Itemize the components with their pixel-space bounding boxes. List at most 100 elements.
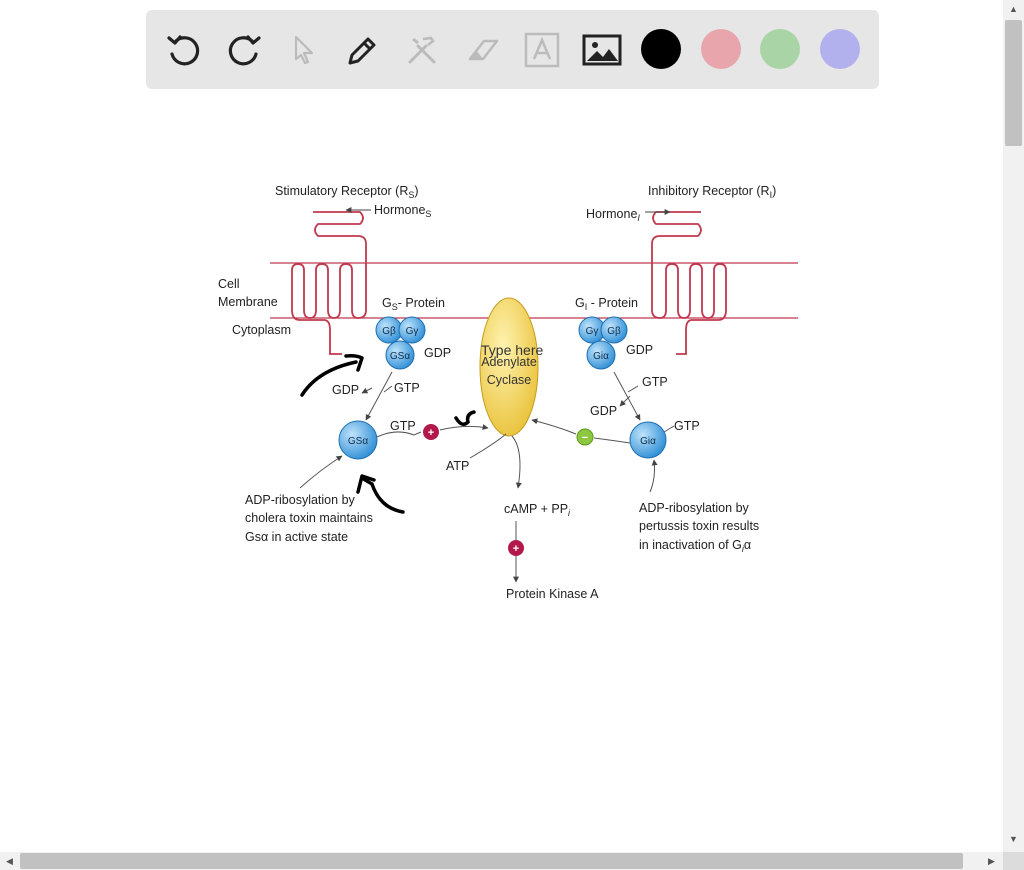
color-black-swatch[interactable] — [641, 29, 681, 69]
membrane-label: Membrane — [218, 295, 278, 309]
pertussis-arrow — [649, 459, 658, 493]
text-icon — [524, 32, 560, 68]
gi-beta-subunit — [600, 316, 628, 344]
cholera-line-3: Gsα in active state — [245, 530, 348, 544]
right-gtp-label: GTP — [642, 375, 668, 389]
left-gdp-arrow — [361, 387, 373, 394]
gi-to-active-arrow — [613, 371, 641, 421]
gs-alpha-label: GSα — [390, 351, 410, 362]
left-gtp-line — [383, 385, 393, 393]
ink-arrow-lower[interactable] — [360, 476, 405, 514]
pointer-icon — [294, 35, 314, 65]
color-purple-swatch[interactable] — [820, 29, 860, 69]
scroll-left-arrow-icon[interactable]: ◀ — [6, 856, 13, 866]
left-gdp-label: GDP — [332, 383, 359, 397]
horizontal-scroll-thumb[interactable] — [20, 853, 963, 869]
eraser-button[interactable] — [462, 29, 504, 71]
camp-plus — [508, 540, 524, 556]
stimulatory-receptor-label: Stimulatory Receptor (RS) — [275, 184, 419, 200]
image-button[interactable] — [581, 29, 623, 71]
hormone-s-label: HormoneS — [374, 203, 431, 219]
adenylate-label: Adenylate — [481, 355, 537, 369]
gi-alpha-label: Giα — [593, 351, 609, 362]
image-icon — [582, 34, 622, 66]
gs-alpha-active-label: GSα — [348, 436, 368, 447]
atp-line — [469, 433, 507, 459]
inhibitory-receptor — [651, 211, 727, 355]
gi-gtp-link — [663, 425, 675, 433]
signal-pathway-diagram: Stimulatory Receptor (RS) HormoneS Inhib… — [218, 184, 798, 601]
hormone-i-label: HormoneI — [586, 207, 640, 223]
atp-label: ATP — [446, 459, 469, 473]
gi-inhibit-minus — [576, 428, 594, 446]
gs-active-gtp-label: GTP — [390, 419, 416, 433]
cyclase-to-camp-arrow — [511, 435, 522, 489]
camp-plus-label: + — [513, 543, 519, 555]
cholera-arrow — [299, 455, 343, 489]
ink-arrowhead-upper[interactable] — [344, 354, 364, 372]
gs-alpha-active — [338, 420, 378, 460]
gs-gamma-label: Gγ — [406, 326, 419, 337]
gi-alpha-subunit — [586, 340, 616, 370]
tools-icon — [408, 36, 436, 64]
scroll-up-arrow-icon[interactable]: ▲ — [1009, 4, 1018, 14]
cyclase-label: Cyclase — [487, 373, 532, 387]
redo-icon — [228, 35, 261, 66]
cytoplasm-label: Cytoplasm — [232, 323, 291, 337]
camp-label: cAMP + PPi — [504, 502, 571, 518]
protein-kinase-label: Protein Kinase A — [506, 587, 599, 601]
pertussis-line-2: pertussis toxin results — [639, 519, 759, 533]
redo-button[interactable] — [223, 29, 265, 71]
adenylate-cyclase — [479, 297, 539, 437]
gs-beta-label: Gβ — [382, 326, 396, 337]
text-button[interactable] — [521, 29, 563, 71]
inhibitory-receptor-label: Inhibitory Receptor (RI) — [648, 184, 776, 200]
pen-icon — [348, 37, 376, 65]
gi-minus-label: − — [582, 432, 588, 444]
gi-active-gtp-label: GTP — [674, 419, 700, 433]
drawing-toolbar — [146, 10, 879, 89]
ink-arrowhead-lower[interactable] — [356, 474, 376, 494]
gi-to-cyclase-arrow — [531, 418, 577, 435]
gs-gamma-subunit — [398, 316, 426, 344]
gs-protein-label: GS- Protein — [382, 296, 445, 312]
gs-to-active-arrow — [365, 371, 393, 421]
gs-gdp-label: GDP — [424, 346, 451, 360]
cell-label: Cell — [218, 277, 240, 291]
undo-button[interactable] — [163, 29, 205, 71]
gs-to-cyclase-arrow — [439, 424, 489, 431]
ink-arrow-upper[interactable] — [300, 360, 358, 397]
vertical-scroll-thumb[interactable] — [1005, 20, 1022, 146]
scroll-down-arrow-icon[interactable]: ▼ — [1009, 834, 1018, 844]
pen-button[interactable] — [342, 29, 384, 71]
vertical-scrollbar[interactable] — [1003, 0, 1024, 852]
eraser-icon — [468, 39, 499, 61]
left-gtp-label: GTP — [394, 381, 420, 395]
tools-button[interactable] — [401, 29, 443, 71]
ink-check-mark[interactable] — [454, 410, 476, 426]
stimulatory-receptor — [291, 211, 367, 355]
gs-plus-label: + — [428, 427, 434, 439]
undo-icon — [167, 35, 200, 66]
scroll-right-arrow-icon[interactable]: ▶ — [988, 856, 995, 866]
gi-alpha-active-label: Giα — [640, 436, 656, 447]
pertussis-line-1: ADP-ribosylation by — [639, 501, 750, 515]
pointer-button[interactable] — [283, 29, 325, 71]
pertussis-line-3: in inactivation of Giα — [639, 538, 751, 554]
right-gdp-label: GDP — [590, 404, 617, 418]
scrollbar-corner — [1003, 852, 1024, 870]
gi-gamma-label: Gγ — [586, 326, 599, 337]
gi-to-minus-line — [593, 437, 631, 444]
gi-alpha-active — [629, 421, 667, 459]
gi-gdp-label: GDP — [626, 343, 653, 357]
gs-alpha-subunit — [385, 340, 415, 370]
typed-text-box[interactable]: Type here — [481, 342, 544, 358]
gs-stimulate-plus — [423, 424, 439, 440]
gs-gtp-link — [376, 431, 422, 438]
color-green-swatch[interactable] — [760, 29, 800, 69]
color-pink-swatch[interactable] — [701, 29, 741, 69]
cholera-line-2: cholera toxin maintains — [245, 511, 373, 525]
right-gtp-line — [627, 385, 639, 393]
gi-beta-label: Gβ — [607, 326, 621, 337]
gi-protein-label: GI - Protein — [575, 296, 638, 312]
